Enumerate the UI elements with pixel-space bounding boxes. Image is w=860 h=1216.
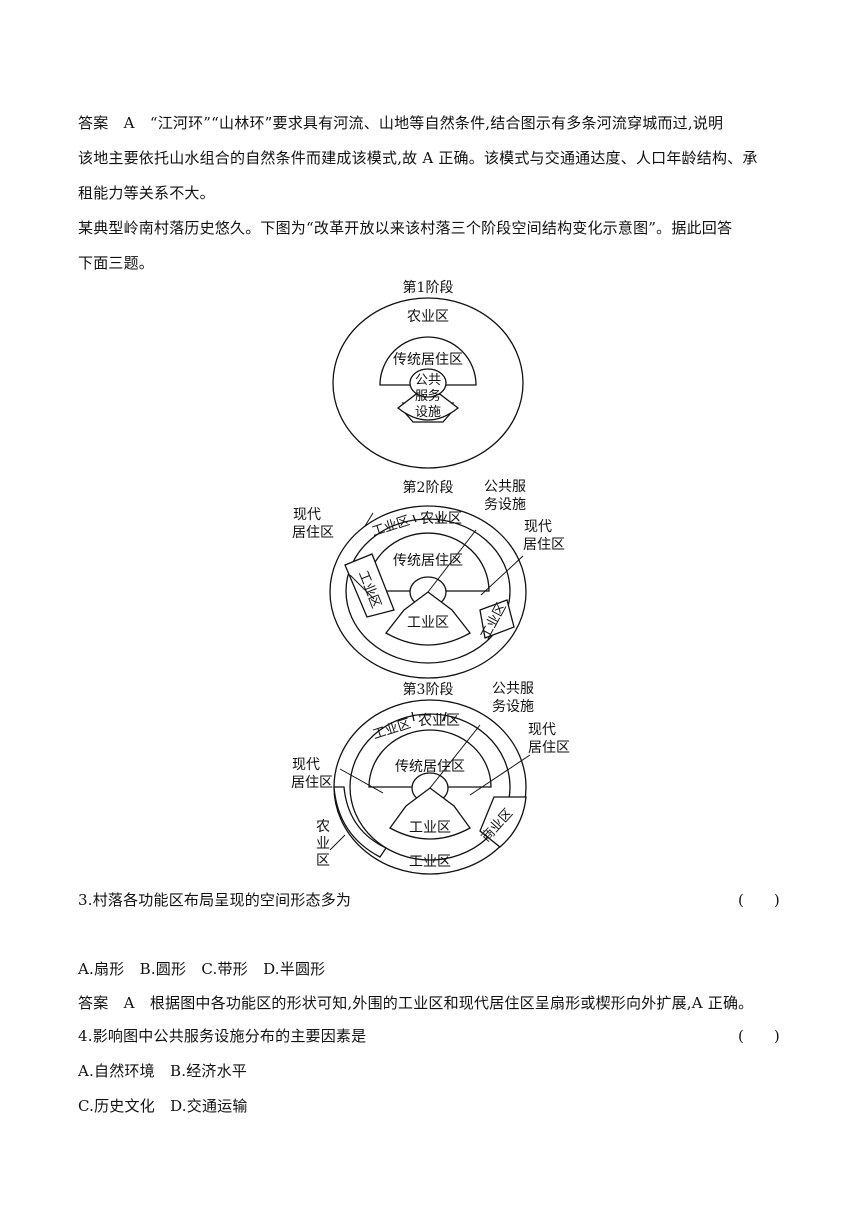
stage-3-traditional-label: 传统居住区 (395, 759, 465, 775)
stage-1-traditional-label: 传统居住区 (393, 352, 463, 368)
stage-3-modern-left-l2: 居住区 (291, 775, 333, 791)
stage-2-traditional-label: 传统居住区 (393, 553, 463, 569)
q4-options-line-2: C.历史文化 D.交通运输 (78, 1097, 248, 1115)
answer-line-2: 该地主要依托山水组合的自然条件而建成该模式,故 A 正确。该模式与交通通达度、人… (78, 149, 758, 167)
stage-2-modern-left-l1: 现代 (293, 507, 321, 523)
stage-3-industry-top: 工业区 (371, 717, 413, 743)
q3-answer-blank: ( ) (738, 891, 780, 909)
q3-answer: 答案 A 根据图中各功能区的形状可知,外围的工业区和现代居住区呈扇形或楔形向外扩… (78, 994, 754, 1012)
answer-line-3: 租能力等关系不大。 (78, 184, 215, 202)
stage-3-agri-left-l1: 农 (316, 819, 330, 835)
stage-3-industry-outer: 工业区 (409, 854, 451, 870)
stage-2-public-callout-l2: 务设施 (484, 497, 526, 513)
stage-3-modern-right-l2: 居住区 (528, 740, 570, 756)
stage-1-public-l2: 服务 (415, 388, 441, 404)
stage-2-industry-bottom: 工业区 (407, 615, 449, 631)
stage-3-public-callout-l1: 公共服 (492, 681, 534, 697)
stage-3-diagram: 第3阶段 公共服 务设施 现代 居住区 现代 居住区 工业区 农业区 传统居住区… (291, 681, 570, 875)
q4-answer-blank: ( ) (738, 1027, 780, 1045)
stage-1-agri-label: 农业区 (407, 309, 449, 325)
village-structure-figure: 第1阶段 农业区 传统居住区 公共 服务 设施 第2阶段 公共服 务设施 现代 … (291, 279, 570, 875)
stage-2-modern-right-l2: 居住区 (523, 537, 565, 553)
stage-2-modern-right-l1: 现代 (524, 519, 552, 535)
stage-3-modern-right-l1: 现代 (528, 722, 556, 738)
stage-1-diagram: 第1阶段 农业区 传统居住区 公共 服务 设施 (332, 279, 524, 469)
stage-3-agri-left-l3: 区 (316, 853, 330, 869)
q3-options: A.扇形 B.圆形 C.带形 D.半圆形 (78, 960, 326, 978)
stage-2-diagram: 第2阶段 公共服 务设施 现代 居住区 现代 居住区 工业区 农业区 传统居住区… (292, 479, 565, 679)
stage-3-title: 第3阶段 (403, 681, 454, 698)
q4-stem: 4.影响图中公共服务设施分布的主要因素是 (78, 1027, 367, 1045)
intro-line-2: 下面三题。 (78, 254, 155, 272)
q3-stem: 3.村落各功能区布局呈现的空间形态多为 (78, 891, 352, 909)
stage-3-public-callout-l2: 务设施 (492, 699, 534, 715)
stage-3-industry-inner: 工业区 (409, 820, 451, 836)
q4-options-line-1: A.自然环境 B.经济水平 (78, 1062, 247, 1080)
stage-3-agri-left-l2: 业 (316, 836, 330, 852)
stage-3-modern-left-l1: 现代 (292, 757, 320, 773)
stage-1-title: 第1阶段 (403, 279, 454, 296)
stage-3-agri-top: 农业区 (418, 713, 460, 729)
stage-1-public-l3: 设施 (415, 405, 441, 420)
stage-2-industry-top: 工业区 (370, 514, 412, 540)
stage-2-modern-left-l2: 居住区 (292, 525, 334, 541)
intro-line-1: 某典型岭南村落历史悠久。下图为“改革开放以来该村落三个阶段空间结构变化示意图”。… (78, 219, 733, 237)
stage-1-public-l1: 公共 (415, 373, 441, 388)
stage-2-title: 第2阶段 (403, 479, 454, 496)
stage-2-public-callout-l1: 公共服 (484, 479, 526, 495)
answer-line-1: 答案 A “江河环”“山林环”要求具有河流、山地等自然条件,结合图示有多条河流穿… (78, 114, 724, 132)
stage-2-agri-label: 农业区 (420, 511, 462, 527)
